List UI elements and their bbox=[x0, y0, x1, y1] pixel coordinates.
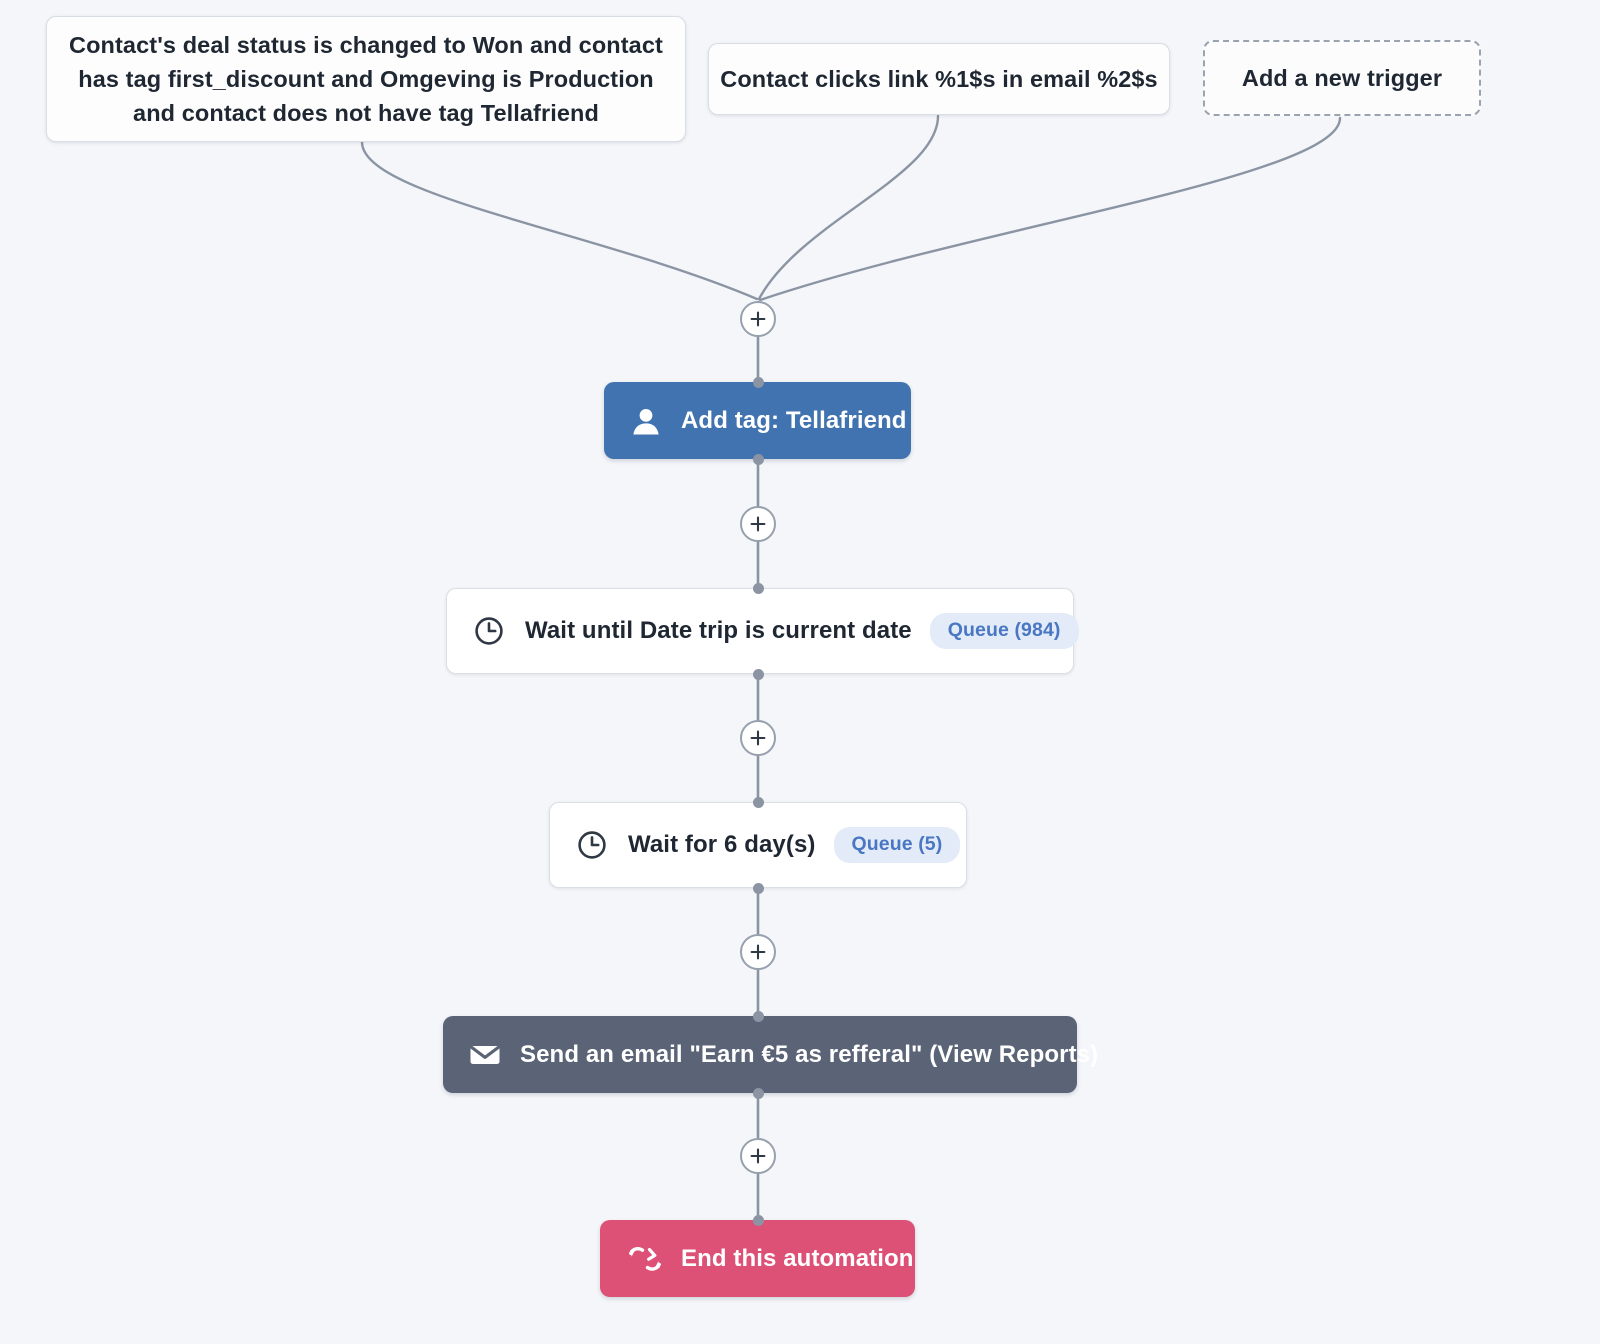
step-label: Send an email "Earn €5 as refferal" (Vie… bbox=[520, 1040, 1099, 1068]
add-step-button-2[interactable] bbox=[740, 720, 776, 756]
step-add-tag[interactable]: Add tag: Tellafriend bbox=[604, 382, 911, 459]
node-anchor-dot bbox=[753, 454, 764, 465]
add-step-button-4[interactable] bbox=[740, 1138, 776, 1174]
trigger-card-link-click[interactable]: Contact clicks link %1$s in email %2$s bbox=[708, 43, 1170, 115]
node-anchor-dot bbox=[753, 669, 764, 680]
node-anchor-dot bbox=[753, 1215, 764, 1226]
plus-icon bbox=[750, 1148, 766, 1164]
trigger-card-deal-status[interactable]: Contact's deal status is changed to Won … bbox=[46, 16, 686, 142]
loop-arrows-icon bbox=[627, 1244, 663, 1274]
node-anchor-dot bbox=[753, 797, 764, 808]
add-step-button-0[interactable] bbox=[740, 301, 776, 337]
node-anchor-dot bbox=[753, 1011, 764, 1022]
step-send-email[interactable]: Send an email "Earn €5 as refferal" (Vie… bbox=[443, 1016, 1098, 1093]
queue-badge[interactable]: Queue (984) bbox=[929, 612, 1079, 650]
step-label: Add tag: Tellafriend bbox=[681, 406, 907, 434]
node-anchor-dot bbox=[753, 583, 764, 594]
trigger-label: Contact clicks link %1$s in email %2$s bbox=[720, 65, 1158, 92]
clock-icon bbox=[576, 829, 608, 861]
add-step-button-1[interactable] bbox=[740, 506, 776, 542]
add-step-button-3[interactable] bbox=[740, 934, 776, 970]
wire-trigger-1 bbox=[757, 114, 940, 301]
plus-icon bbox=[750, 944, 766, 960]
step-label: Wait until Date trip is current date bbox=[525, 617, 912, 644]
plus-icon bbox=[750, 730, 766, 746]
plus-icon bbox=[750, 311, 766, 327]
step-end-automation[interactable]: End this automation bbox=[600, 1220, 915, 1297]
step-wait-days[interactable]: Wait for 6 day(s) Queue (5) bbox=[549, 802, 967, 888]
queue-badge[interactable]: Queue (5) bbox=[833, 826, 961, 864]
trigger-label: Add a new trigger bbox=[1241, 64, 1443, 91]
node-anchor-dot bbox=[753, 1088, 764, 1099]
add-new-trigger-button[interactable]: Add a new trigger bbox=[1203, 40, 1481, 116]
node-anchor-dot bbox=[753, 883, 764, 894]
step-wait-until[interactable]: Wait until Date trip is current date Que… bbox=[446, 588, 1079, 674]
wire-trigger-0 bbox=[360, 140, 759, 301]
node-anchor-dot bbox=[753, 377, 764, 388]
step-label: Wait for 6 day(s) bbox=[628, 831, 816, 858]
contact-person-icon bbox=[629, 404, 663, 438]
clock-icon bbox=[473, 615, 505, 647]
wire-trigger-2 bbox=[758, 116, 1342, 302]
trigger-label: Contact's deal status is changed to Won … bbox=[69, 32, 663, 126]
plus-icon bbox=[750, 516, 766, 532]
envelope-icon bbox=[468, 1038, 502, 1072]
step-label: End this automation bbox=[681, 1244, 914, 1272]
